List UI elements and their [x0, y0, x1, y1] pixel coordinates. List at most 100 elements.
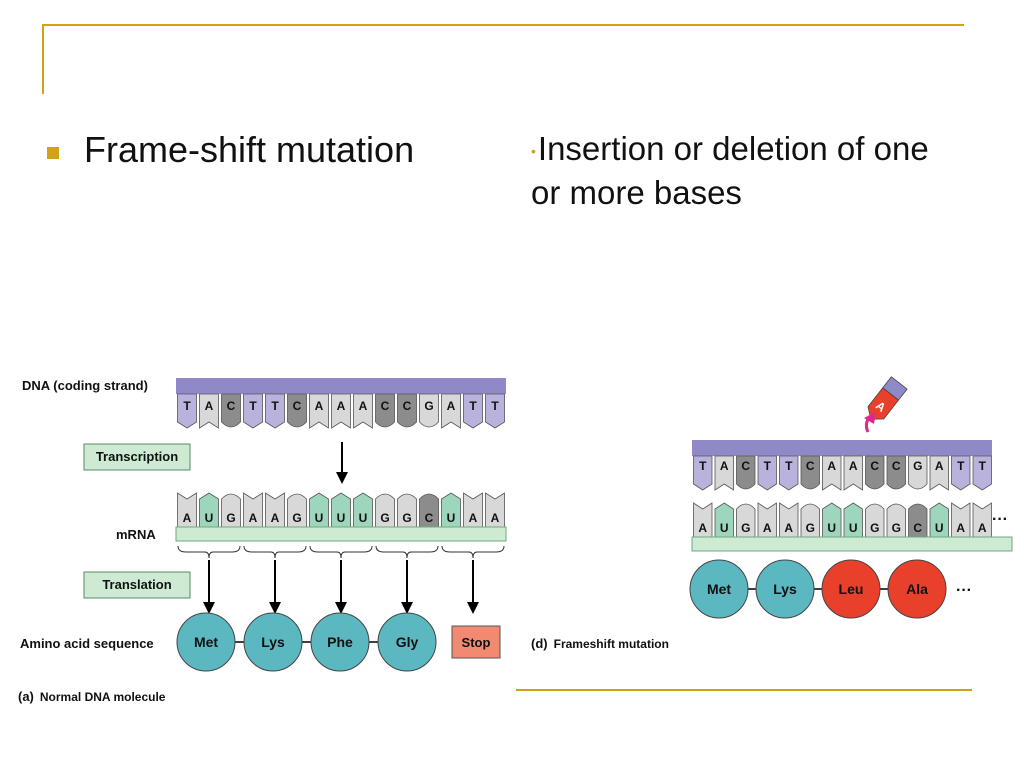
nucleotide-letter: C: [227, 399, 236, 413]
nucleotide-letter: C: [403, 399, 412, 413]
nucleotide-letter: C: [381, 399, 390, 413]
nucleotide: A: [972, 502, 992, 538]
nucleotide: T: [951, 455, 971, 491]
dna-backbone-d: [692, 440, 992, 456]
nucleotide-letter: G: [741, 521, 750, 535]
nucleotide: G: [397, 493, 417, 528]
nucleotide: G: [287, 493, 307, 528]
nucleotide-letter: C: [913, 521, 922, 535]
nucleotide-letter: T: [979, 459, 987, 473]
nucleotide-letter: U: [849, 521, 858, 535]
nucleotide-letter: A: [763, 521, 772, 535]
translation-arrow: [401, 560, 413, 614]
amino-acid: Met: [689, 559, 749, 619]
nucleotide: U: [199, 492, 219, 528]
nucleotide: T: [265, 393, 285, 429]
nucleotide: T: [177, 393, 197, 429]
nucleotide-letter: A: [956, 521, 965, 535]
amino-acid-label: Met: [707, 581, 731, 597]
amino-acid-label: Leu: [839, 581, 864, 597]
nucleotide-letter: U: [935, 521, 944, 535]
nucleotide: A: [463, 492, 483, 528]
nucleotide: A: [309, 393, 329, 429]
mrna-backbone-d: [691, 536, 1013, 552]
stop-label: Stop: [462, 635, 491, 650]
nucleotide-letter: T: [699, 459, 707, 473]
caption-d-text: Frameshift mutation: [554, 637, 669, 651]
transcription-arrow: [336, 442, 348, 484]
nucleotide-letter: G: [870, 521, 879, 535]
nucleotide-letter: C: [892, 459, 901, 473]
nucleotide: C: [419, 493, 439, 528]
nucleotide-letter: T: [249, 399, 257, 413]
amino-acid: Ala: [887, 559, 947, 619]
translation-arrows: [203, 560, 479, 614]
nucleotide-letter: A: [249, 511, 258, 525]
nucleotide-letter: T: [469, 399, 477, 413]
nucleotide: A: [353, 393, 373, 429]
amino-acid-label: Lys: [773, 581, 797, 597]
nucleotide: T: [972, 455, 992, 491]
translation-arrow: [269, 560, 281, 614]
nucleotide-letter: A: [978, 521, 987, 535]
amino-acid: Gly: [377, 612, 437, 672]
nucleotide: G: [886, 503, 906, 538]
codon-brace: [309, 545, 373, 559]
nucleotide: G: [221, 493, 241, 528]
amino-acids-d: Met Lys Leu Ala: [689, 559, 947, 619]
nucleotide-letter: G: [380, 511, 389, 525]
nucleotide: C: [908, 503, 928, 538]
transcription-label: Transcription: [96, 449, 178, 464]
description-text: •Insertion or deletion of one or more ba…: [531, 128, 951, 214]
nucleotide-letter: A: [827, 459, 836, 473]
nucleotide: C: [221, 393, 241, 428]
caption-d: (d)Frameshift mutation: [531, 636, 669, 651]
dna-backbone-a: [176, 378, 506, 394]
amino-acid-label: Met: [194, 634, 218, 650]
nucleotide-letter: G: [913, 459, 922, 473]
nucleotide: A: [951, 502, 971, 538]
caption-a-letter: (a): [18, 689, 34, 704]
amino-acid: Met: [176, 612, 236, 672]
nucleotide-letter: C: [806, 459, 815, 473]
nucleotide: A: [693, 502, 713, 538]
nucleotide-letter: A: [359, 399, 368, 413]
nucleotide: G: [908, 455, 928, 490]
nucleotide: T: [693, 455, 713, 491]
nucleotide-letter: C: [870, 459, 879, 473]
amino-acid: Lys: [755, 559, 815, 619]
amino-acid: Lys: [243, 612, 303, 672]
nucleotide: U: [353, 492, 373, 528]
nucleotide: A: [265, 492, 285, 528]
nucleotide-letter: G: [402, 511, 411, 525]
stop-box: [451, 625, 501, 659]
translation-arrow: [335, 560, 347, 614]
nucleotide-letter: A: [784, 521, 793, 535]
nucleotide: A: [757, 502, 777, 538]
nucleotide-letter: A: [337, 399, 346, 413]
nucleotide-letter: A: [183, 511, 192, 525]
codon-braces: [177, 545, 505, 559]
caption-a-text: Normal DNA molecule: [40, 690, 166, 704]
nucleotide-letter: U: [359, 511, 368, 525]
amino-acid-label: Ala: [906, 581, 928, 597]
top-rule: [42, 24, 964, 26]
codon-brace: [441, 545, 505, 559]
nucleotide: A: [929, 455, 949, 491]
nucleotide-letter: G: [424, 399, 433, 413]
description-body: Insertion or deletion of one or more bas…: [531, 130, 929, 212]
nucleotide: C: [397, 393, 417, 428]
nucleotide: A: [243, 492, 263, 528]
nucleotide: C: [375, 393, 395, 428]
nucleotide-letter: A: [720, 459, 729, 473]
nucleotide: U: [309, 492, 329, 528]
nucleotide-letter: C: [741, 459, 750, 473]
nucleotide-letter: G: [806, 521, 815, 535]
nucleotide: C: [800, 455, 820, 490]
small-bullet-icon: •: [531, 143, 536, 160]
nucleotide-letter: G: [892, 521, 901, 535]
nucleotide: A: [843, 455, 863, 491]
